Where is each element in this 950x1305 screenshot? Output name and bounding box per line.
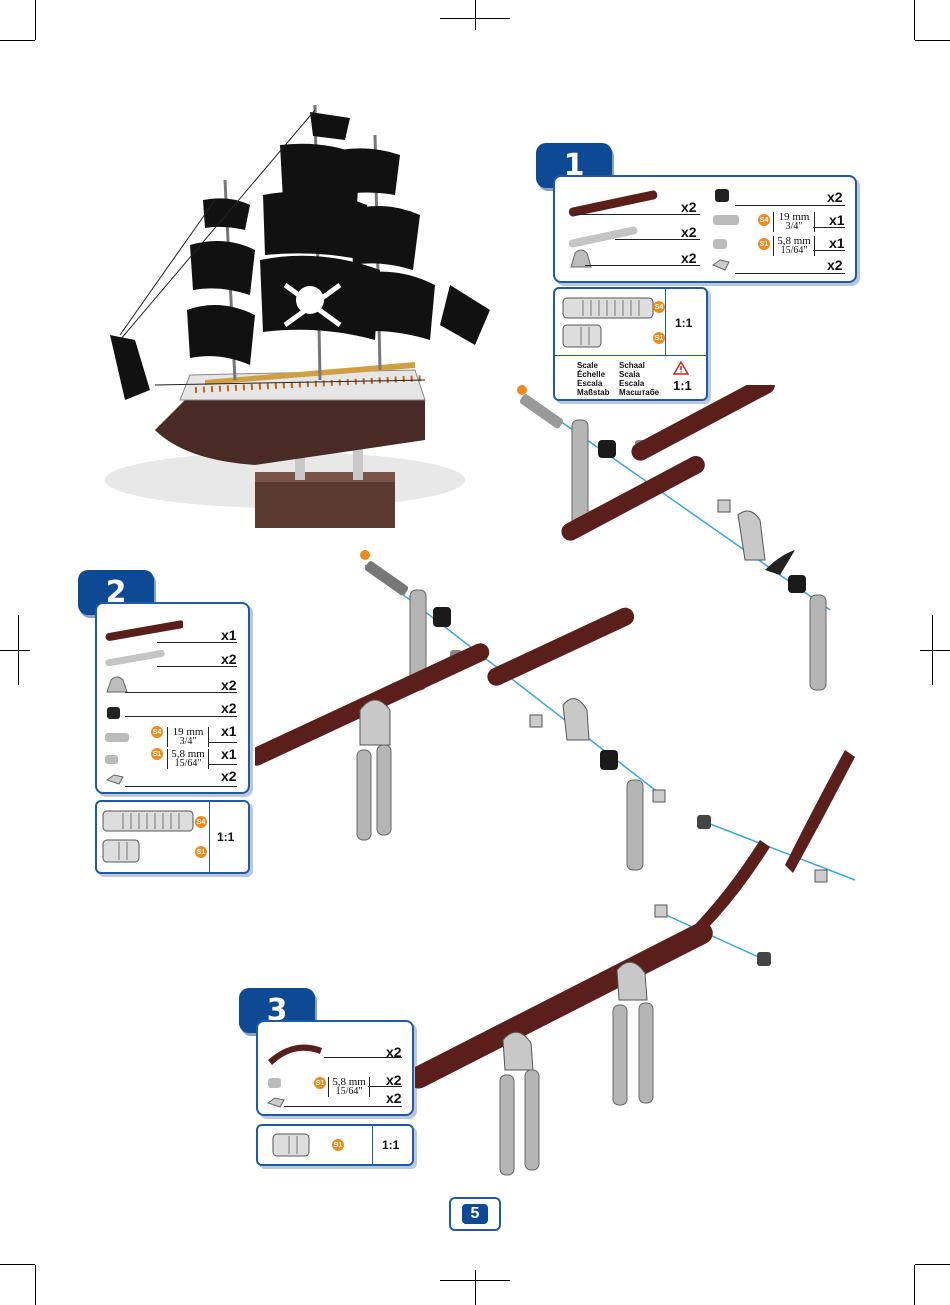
page-number: 5 [449, 1197, 501, 1231]
step-1-qty-brown-strip: x2 [681, 199, 697, 215]
spacer-icon [715, 189, 729, 202]
step-3-code-s1: S1 [314, 1077, 326, 1089]
step-3-qty-2: x2 [386, 1090, 402, 1106]
bolt-short-icon [713, 239, 727, 249]
step-1-dim-short: 5,8 mm15/64" [773, 236, 815, 256]
step-1-qty-bolt-short: x1 [829, 235, 845, 251]
step-1-scale-ratio: 1:1 [675, 316, 692, 330]
step-3-diagram [415, 745, 865, 1185]
step-2-qty-1: x2 [221, 651, 237, 667]
step-2-scale-ratio: 1:1 [217, 830, 234, 844]
warning-triangle-icon [673, 361, 689, 375]
step-2-qty-0: x1 [221, 627, 237, 643]
brown-strip-icon [105, 620, 183, 642]
brown-strip-long [415, 918, 717, 1092]
step-1-scale-code-s4: S4 [653, 301, 665, 313]
step-2-code-s1: S1 [151, 748, 163, 760]
step-1-code-s4: S4 [758, 214, 770, 226]
bolt-long-icon [713, 215, 739, 225]
step-2-qty-5: x1 [221, 746, 237, 762]
silver-leg-b2 [639, 1003, 653, 1103]
bracket-icon [738, 511, 765, 560]
bolt-long-icon [364, 560, 410, 597]
silver-strip-2 [810, 595, 826, 690]
bolt-short-scale-icon [273, 1134, 309, 1156]
bracket-icon-2 [563, 699, 589, 740]
bolt-code-s4 [517, 385, 527, 395]
spacer-icon [598, 440, 616, 458]
spacer-icon [107, 707, 120, 719]
step-1-code-s1: S1 [758, 238, 770, 250]
silver-leg-b1 [613, 1005, 627, 1105]
step-2-scale-box: S4 S1 1:1 [95, 800, 250, 874]
brown-strip-upper [628, 385, 778, 464]
step-1-qty-nut: x2 [827, 257, 843, 273]
bolt-short-scale-icon [103, 840, 139, 862]
step-1-parts-icons [563, 187, 693, 272]
step-2-code-s4: S4 [151, 726, 163, 738]
bracket-icon [360, 700, 390, 745]
step-2-qty-6: x2 [221, 768, 237, 784]
step-3-scale-ratio: 1:1 [382, 1138, 399, 1152]
nut-icon-2 [655, 905, 667, 917]
step-2-qty-4: x1 [221, 723, 237, 739]
step-1-qty-silver-strip: x2 [681, 224, 697, 240]
curved-strip-icon [268, 1044, 322, 1065]
bracket-a [503, 1032, 533, 1070]
step-2-scale-code-s4: S4 [195, 816, 207, 828]
spacer-icon [433, 607, 451, 627]
step-2-scale-bolts [101, 808, 201, 866]
bolt-short-scale-icon [563, 325, 601, 347]
step-3-scale-bolt [272, 1132, 312, 1158]
step-1-hardware-icons [707, 185, 777, 275]
step-3-parts-icons [264, 1032, 324, 1112]
bolt-long-icon [105, 733, 129, 742]
bolt-long-icon [519, 393, 565, 430]
silver-leg-b [377, 745, 391, 835]
step-1-scale-code-s1: S1 [653, 332, 665, 344]
step-3-scale-code-s1: S1 [332, 1139, 344, 1151]
step-3-qty-0: x2 [386, 1044, 402, 1060]
bolt-short-icon [697, 815, 711, 829]
silver-strip [572, 420, 588, 525]
step-1-scale-bolts [561, 295, 661, 351]
spacer-icon-2 [788, 575, 806, 593]
step-1-qty-bracket: x2 [681, 250, 697, 266]
step-1-parts-box: x2 x2 x2 S4 S1 19 mm3/4" 5,8 mm15/64" x2… [553, 175, 857, 283]
nut-icon [530, 715, 542, 727]
step-2-scale-code-s1: S1 [195, 846, 207, 858]
step-2-dim-short: 5,8 mm15/64" [167, 749, 209, 769]
nut-icon [815, 870, 827, 882]
silver-leg-a1 [500, 1075, 514, 1175]
ship-illustration [95, 100, 505, 545]
silver-strip-icon [568, 226, 638, 248]
step-2-qty-3: x2 [221, 700, 237, 716]
bolt-code-s4 [360, 550, 370, 560]
silver-strip-icon [105, 649, 165, 666]
bolt-short-icon [105, 755, 118, 764]
nut-icon [268, 1098, 284, 1107]
step-2-parts-box: S4 S1 19 mm3/4" 5,8 mm15/64" x1 x2 x2 x2… [95, 602, 250, 794]
bolt-short-icon [268, 1078, 281, 1088]
step-1-qty-spacer: x2 [827, 189, 843, 205]
silver-leg-a2 [525, 1070, 539, 1170]
bracket-foot [765, 550, 795, 575]
step-2-qty-2: x2 [221, 677, 237, 693]
nut-icon [713, 260, 729, 270]
step-3-qty-1: x2 [386, 1072, 402, 1088]
silver-leg-a [357, 750, 371, 840]
step-3-scale-box: S1 1:1 [256, 1124, 414, 1166]
nut-icon [718, 500, 730, 512]
bolt-short-icon-2 [757, 952, 771, 966]
bracket-icon [107, 677, 127, 692]
curved-strip-right [785, 750, 855, 873]
step-1-qty-bolt-long: x1 [829, 212, 845, 228]
nut-icon [107, 775, 123, 784]
brown-strip-right [484, 605, 637, 689]
